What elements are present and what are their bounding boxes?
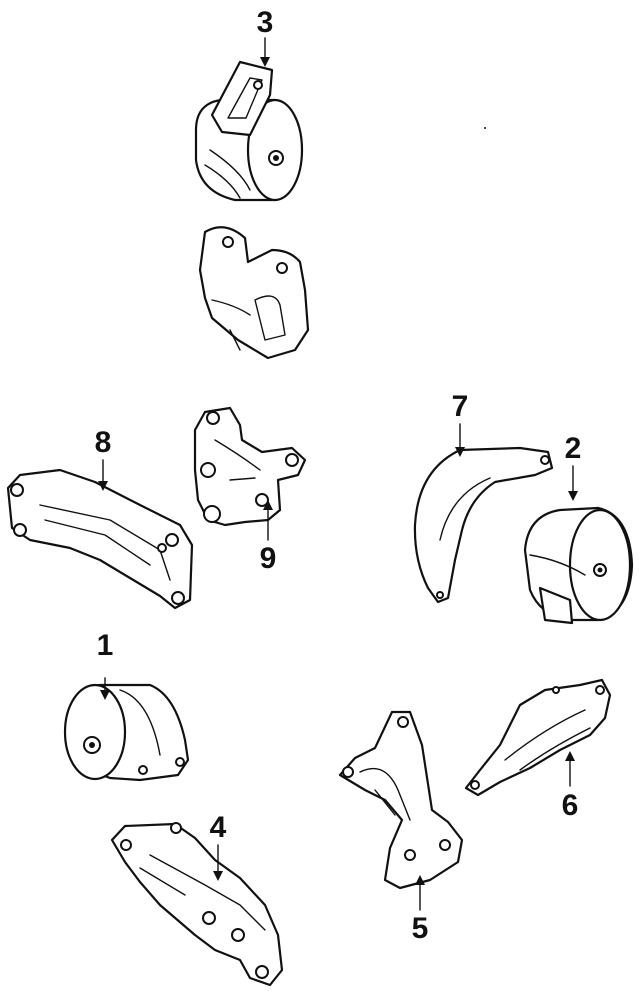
part-7-shield — [413, 446, 554, 604]
callout-8: 8 — [95, 426, 112, 459]
leader-lines — [98, 37, 578, 911]
callout-2: 2 — [565, 432, 582, 465]
callout-4: 4 — [210, 811, 227, 844]
part-5-bracket — [338, 710, 464, 890]
part-3-mount-insulator — [194, 60, 304, 202]
callout-5: 5 — [412, 912, 429, 945]
part-6-bracket — [464, 678, 612, 797]
speck — [484, 127, 486, 129]
part-4-bracket — [110, 822, 284, 987]
part-2-insulator — [523, 506, 634, 625]
callout-1: 1 — [97, 629, 114, 662]
callout-9: 9 — [260, 542, 277, 575]
part-1-insulator — [63, 683, 190, 782]
callout-6: 6 — [562, 789, 579, 822]
callouts: 3 8 9 7 2 1 4 5 6 — [95, 6, 582, 945]
callout-7: 7 — [452, 390, 469, 423]
part-9-bracket — [193, 406, 307, 527]
callout-3: 3 — [257, 6, 274, 39]
part-8-bracket — [6, 468, 194, 610]
part-3-bracket — [198, 226, 310, 360]
